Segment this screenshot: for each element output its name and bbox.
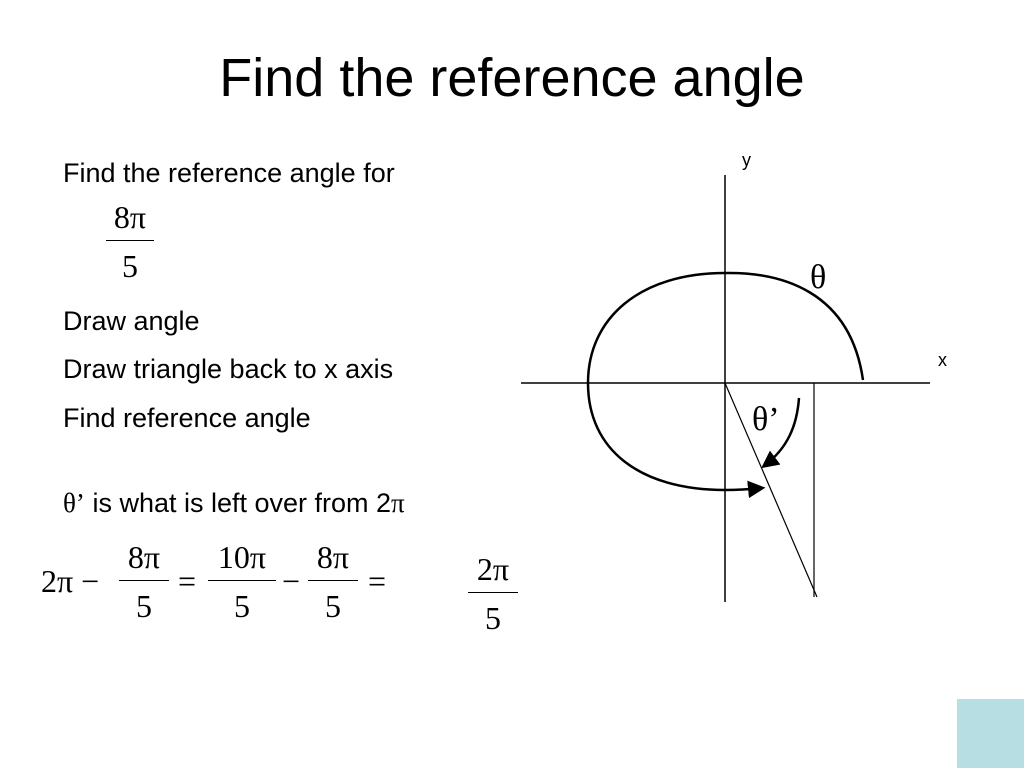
- equation-lead: 2π −: [41, 563, 100, 599]
- equation-fraction-2: 10π 5: [208, 538, 276, 625]
- angle-arc: [586, 271, 865, 499]
- given-fraction: 8π 5: [106, 198, 154, 285]
- result-denominator: 5: [485, 600, 501, 636]
- fraction-bar: [119, 580, 169, 581]
- fraction-1-numerator: 8π: [127, 539, 161, 575]
- instruction-find-reference: Find reference angle: [63, 403, 311, 433]
- instruction-draw-angle: Draw angle: [63, 306, 200, 336]
- theta-prime-symbol: θ’: [63, 488, 85, 518]
- result-fraction: 2π 5: [468, 550, 518, 637]
- theta-prime-label: θ’: [752, 401, 780, 438]
- equation-fraction-3: 8π 5: [308, 538, 358, 625]
- fraction-bar: [308, 580, 358, 581]
- terminal-side: [724, 382, 818, 598]
- instruction-find-angle: Find the reference angle for: [63, 158, 395, 188]
- result-numerator: 2π: [476, 551, 510, 587]
- fraction-bar: [468, 592, 518, 593]
- pi-symbol: π: [391, 488, 405, 518]
- equals-sign-2: =: [368, 563, 387, 599]
- x-axis-label: x: [938, 350, 947, 370]
- fraction-bar: [208, 580, 276, 581]
- fraction-3-numerator: 8π: [316, 539, 350, 575]
- given-denominator: 5: [122, 248, 138, 284]
- leftover-text: is what is left over from 2: [84, 488, 392, 518]
- y-axis-label: y: [742, 150, 751, 170]
- corner-accent: [957, 699, 1024, 768]
- leftover-statement: θ’ is what is left over from 2π: [63, 486, 405, 520]
- minus-sign: −: [282, 563, 301, 599]
- equals-sign-1: =: [178, 563, 197, 599]
- slide-title: Find the reference angle: [219, 48, 805, 108]
- fraction-2-denominator: 5: [234, 588, 250, 624]
- fraction-2-numerator: 10π: [217, 539, 267, 575]
- fraction-1-denominator: 5: [136, 588, 152, 624]
- equation-fraction-1: 8π 5: [119, 538, 169, 625]
- fraction-bar: [106, 240, 154, 241]
- instruction-draw-triangle: Draw triangle back to x axis: [63, 354, 394, 384]
- reference-angle-arc: [761, 397, 801, 469]
- given-numerator: 8π: [113, 199, 147, 235]
- theta-label: θ: [810, 259, 826, 296]
- fraction-3-denominator: 5: [325, 588, 341, 624]
